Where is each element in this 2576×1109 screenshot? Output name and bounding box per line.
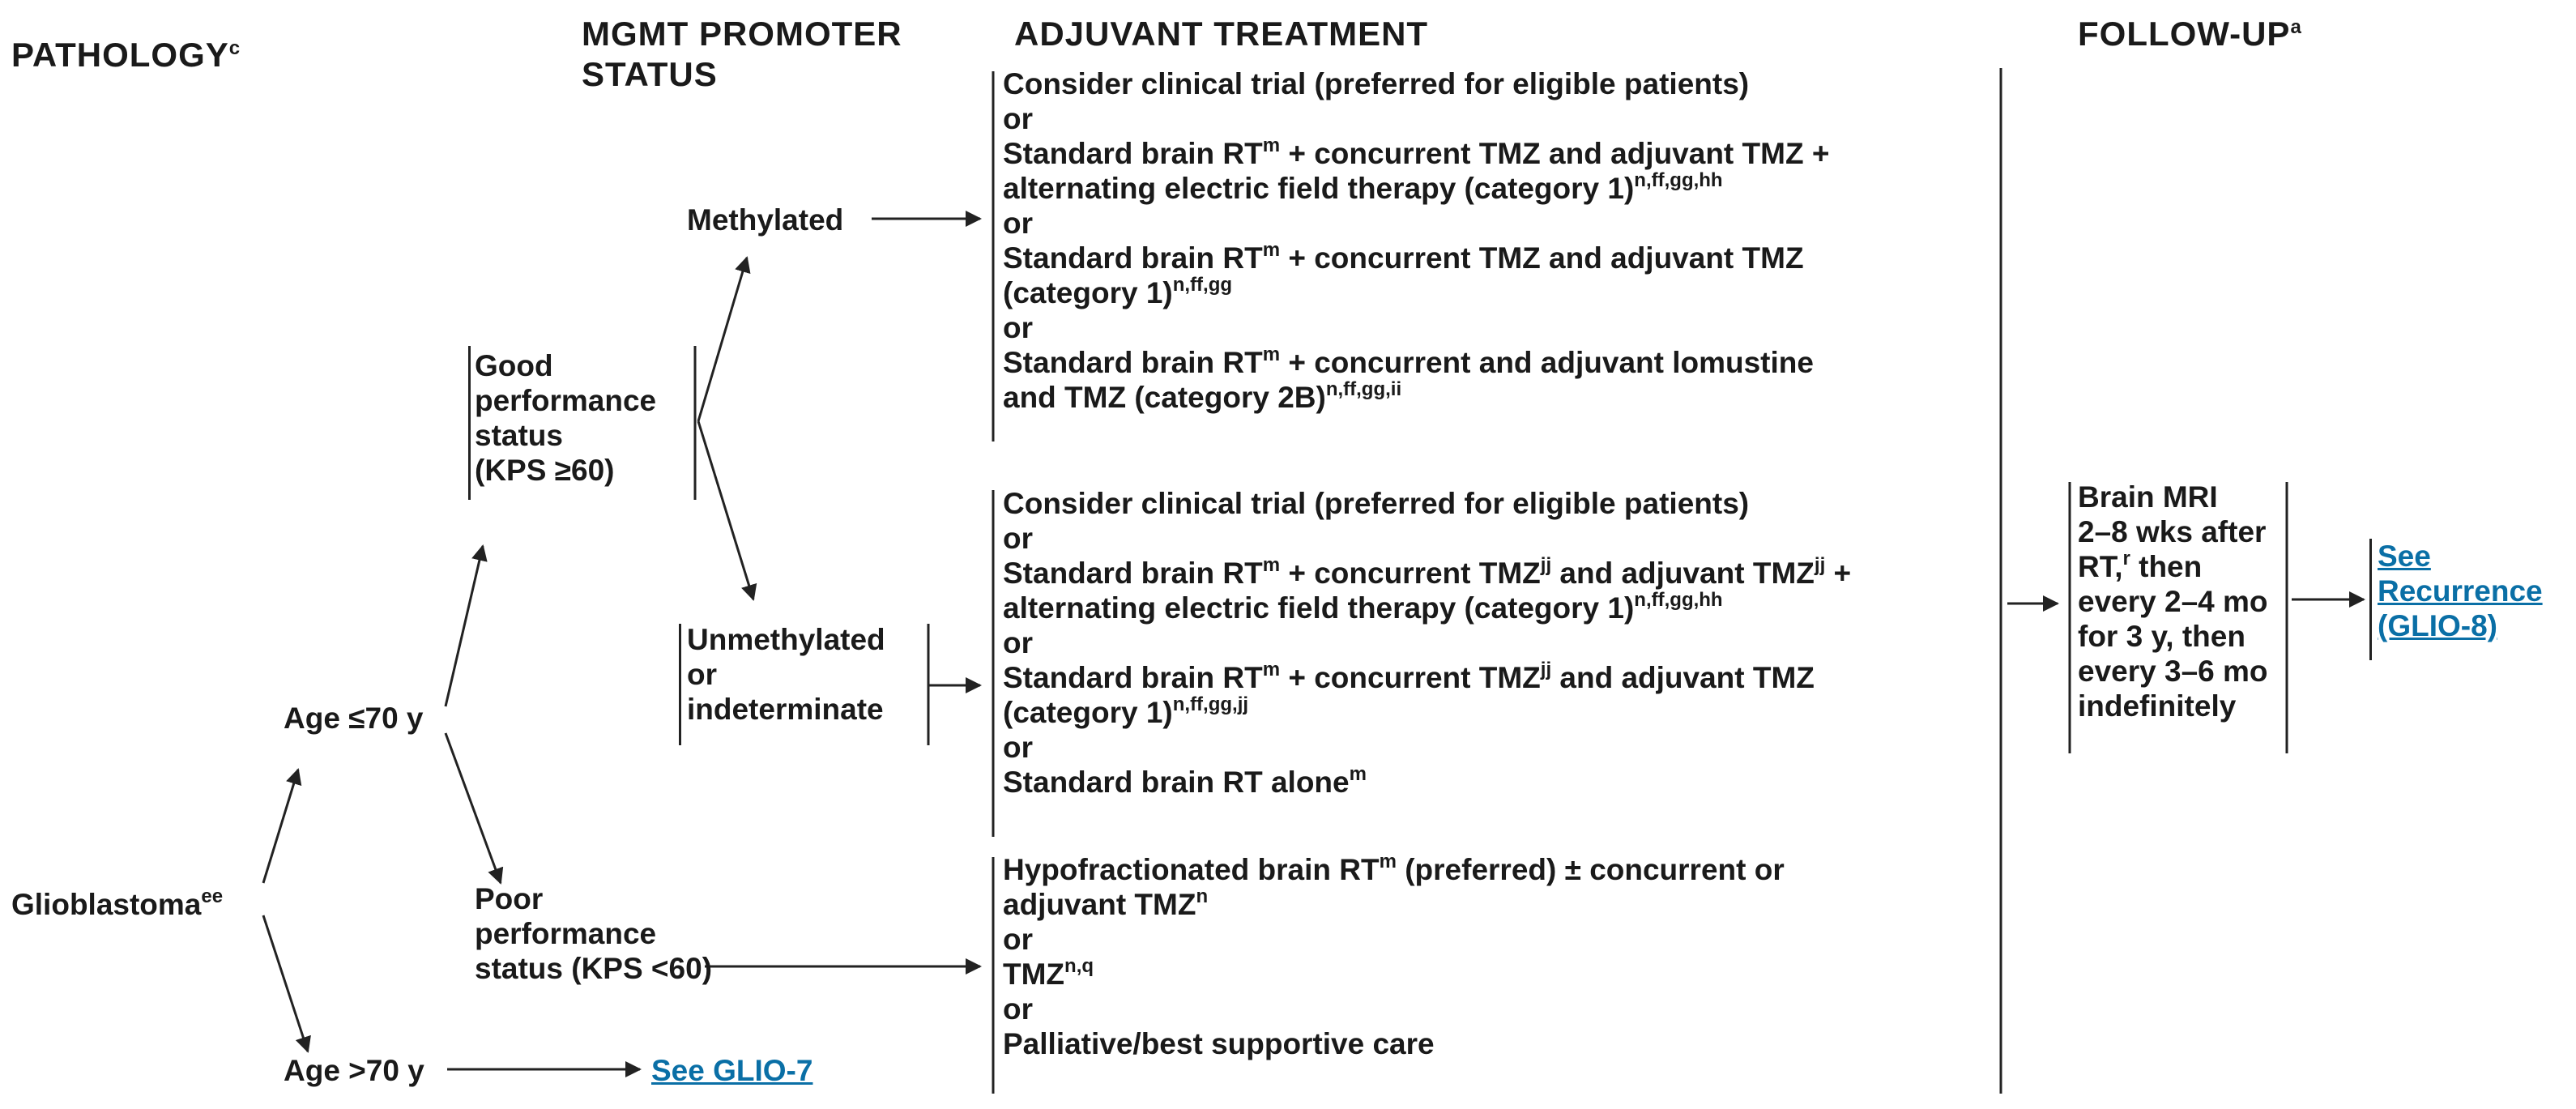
tx-unmethylated-rt-tmz: Standard brain RTm + concurrent TMZjj an… <box>1003 659 1815 695</box>
arrow-to-age-le70 <box>262 768 302 884</box>
tx-poor-tmz: TMZn,q <box>1003 955 1094 992</box>
tx-methylated-rt-tmz-ttf: Standard brain RTm + concurrent TMZ and … <box>1003 134 1830 171</box>
tx-or: or <box>1003 102 1033 135</box>
header-followup: FOLLOW-UPa <box>2078 15 2302 53</box>
tx-poor-hypofractionated: Hypofractionated brain RTm (preferred) ±… <box>1003 851 1785 887</box>
tx-methylated-rt-lomustine: Standard brain RTm + concurrent and adju… <box>1003 343 1814 380</box>
tx-poor-palliative: Palliative/best supportive care <box>1003 1027 1435 1060</box>
tx-or: or <box>1003 923 1033 956</box>
header-adjuvant-treatment: ADJUVANT TREATMENT <box>1014 15 1429 53</box>
header-mgmt-line1: MGMT PROMOTER <box>582 15 902 53</box>
header-mgmt-line2: STATUS <box>582 55 718 93</box>
node-methylated: Methylated <box>687 203 844 237</box>
tx-methylated-clinical-trial: Consider clinical trial (preferred for e… <box>1003 67 1750 100</box>
tx-methylated-rt-tmz: Standard brain RTm + concurrent TMZ and … <box>1003 239 1804 275</box>
node-glioblastoma: Glioblastomaee <box>11 885 224 922</box>
arrow-to-methylated <box>697 256 751 422</box>
followup-brain-mri: Brain MRI 2–8 wks after RT,r then every … <box>2078 480 2268 723</box>
arrow-to-good-ps <box>444 544 488 707</box>
tx-unmethylated-clinical-trial: Consider clinical trial (preferred for e… <box>1003 487 1750 520</box>
recurrence-left-bracket <box>2369 539 2372 660</box>
node-age-le70: Age ≤70 y <box>284 702 424 735</box>
tx-or: or <box>1003 626 1033 659</box>
node-good-performance-status: Good performance status (KPS ≥60) <box>475 349 657 487</box>
arrow-to-poor-ps <box>444 732 504 885</box>
arrow-to-unmethylated <box>697 420 757 601</box>
see-recurrence-link[interactable]: See Recurrence (GLIO-8) <box>2378 540 2543 642</box>
treatment-group-unmethylated: Consider clinical trial (preferred for e… <box>1003 487 1852 800</box>
arrow-to-age-gt70 <box>262 915 311 1053</box>
node-poor-performance-status: Poor performance status (KPS <60) <box>475 882 713 985</box>
unmethylated-left-bracket <box>679 624 681 745</box>
node-unmethylated-or-indeterminate: Unmethylated or indeterminate <box>687 623 885 726</box>
tx-unmethylated-rt-tmz-ttf: Standard brain RTm + concurrent TMZjj an… <box>1003 554 1852 591</box>
good-ps-left-bracket <box>468 346 471 500</box>
treatment-group-poor-ps: Hypofractionated brain RTm (preferred) ±… <box>1003 851 1785 1061</box>
tx-or: or <box>1003 992 1033 1026</box>
tx-or: or <box>1003 311 1033 344</box>
treatment-group-methylated: Consider clinical trial (preferred for e… <box>1003 67 1830 414</box>
see-glio7-link[interactable]: See GLIO-7 <box>651 1054 813 1087</box>
tx-unmethylated-rt-alone: Standard brain RT alonem <box>1003 763 1367 800</box>
tx-or: or <box>1003 731 1033 764</box>
node-age-gt70: Age >70 y <box>284 1054 424 1087</box>
tx-or: or <box>1003 522 1033 555</box>
header-pathology: PATHOLOGYc <box>11 36 241 74</box>
tx-or: or <box>1003 207 1033 240</box>
